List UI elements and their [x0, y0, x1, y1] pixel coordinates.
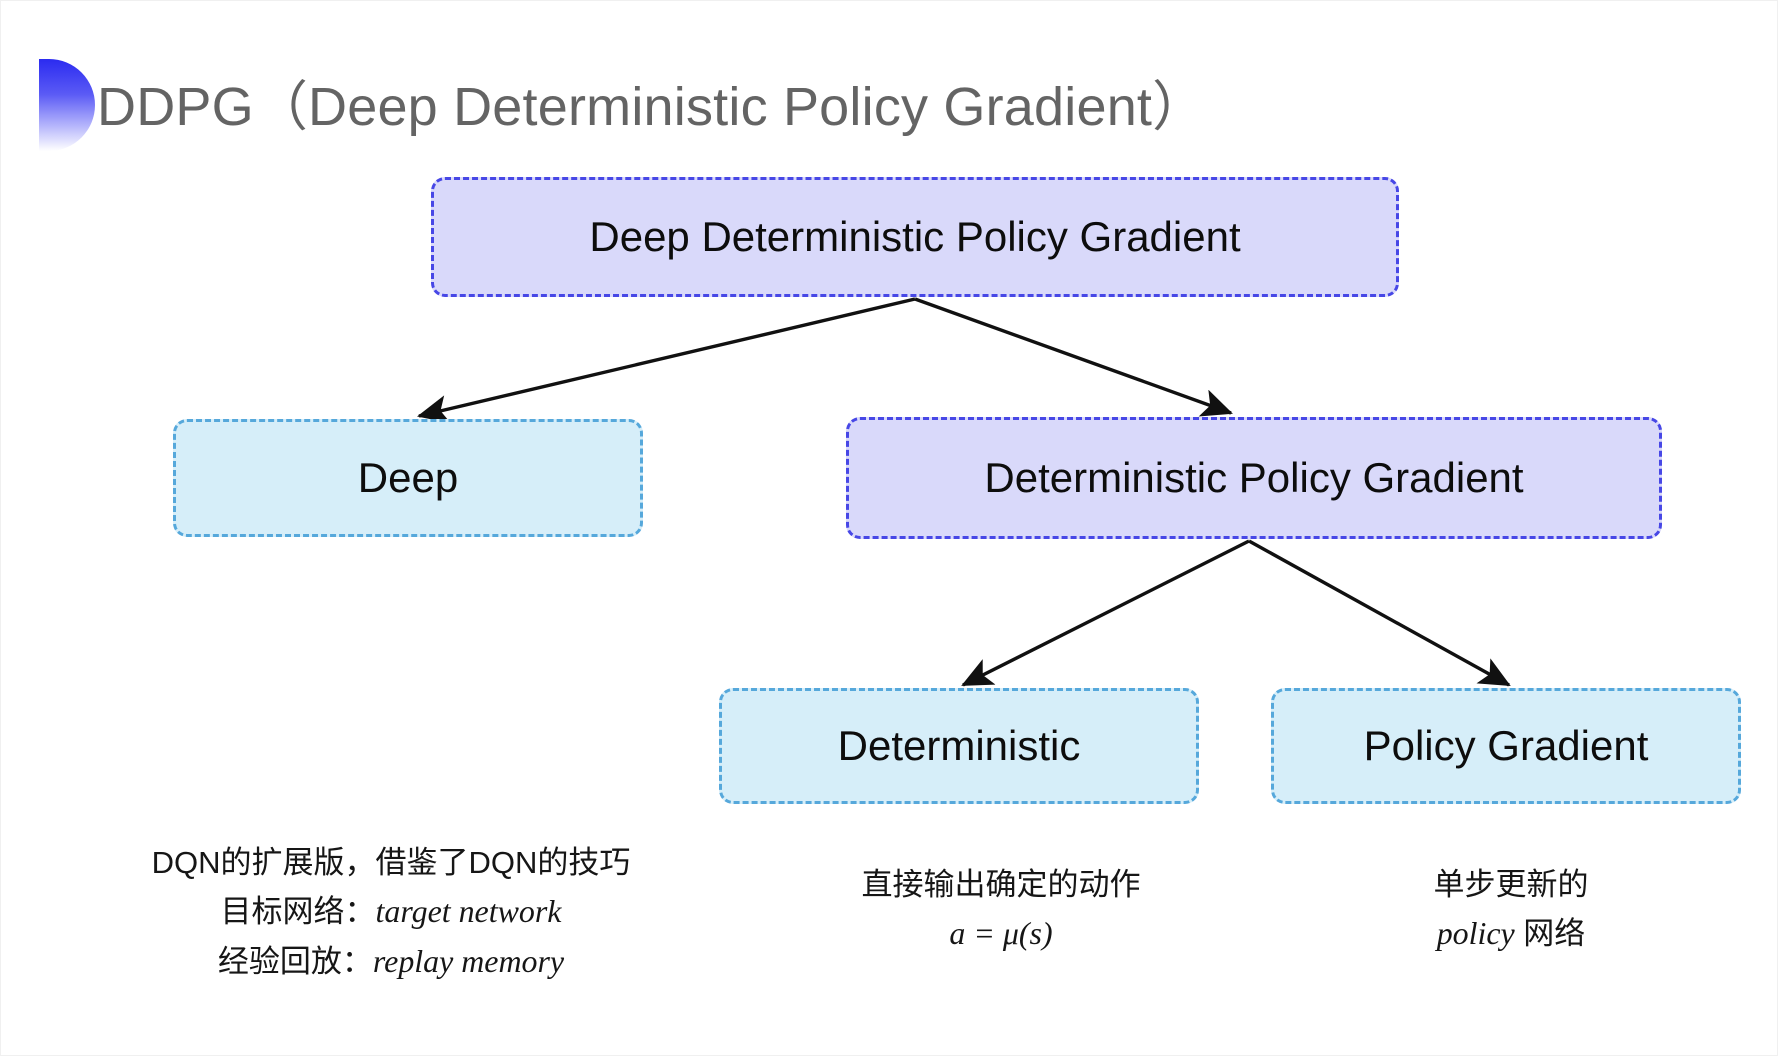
- caption-policy-gradient-term: policy: [1436, 916, 1515, 952]
- caption-policy-gradient-line2: policy 网络: [1341, 909, 1681, 959]
- caption-policy-gradient-suffix: 网络: [1514, 916, 1586, 952]
- caption-deep-line2-term: target network: [375, 894, 562, 930]
- caption-policy-gradient: 单步更新的 policy 网络: [1341, 861, 1681, 959]
- node-deep[interactable]: Deep: [173, 419, 643, 537]
- edge-dpg-to-deterministic: [961, 539, 1250, 687]
- caption-deterministic-formula: a = μ(s): [949, 916, 1053, 952]
- node-deterministic-policy-gradient[interactable]: Deterministic Policy Gradient: [846, 417, 1662, 539]
- caption-deep-line2-label: 目标网络：: [220, 894, 376, 930]
- caption-deep-line2: 目标网络：target network: [61, 887, 721, 937]
- caption-deep-line3-term: replay memory: [372, 943, 565, 979]
- page-title: DDPG（Deep Deterministic Policy Gradient）: [97, 77, 1207, 137]
- node-deterministic[interactable]: Deterministic: [719, 688, 1199, 804]
- half-circle-gradient-bullet-icon: [39, 59, 95, 151]
- caption-policy-gradient-line1: 单步更新的: [1433, 867, 1589, 902]
- node-deep-deterministic-policy-gradient[interactable]: Deep Deterministic Policy Gradient: [431, 177, 1399, 297]
- edge-root-to-dpg: [914, 297, 1233, 417]
- edge-dpg-to-policy-gradient: [1248, 539, 1511, 687]
- caption-deterministic-line1: 直接输出确定的动作: [861, 867, 1141, 902]
- caption-deep: DQN的扩展版，借鉴了DQN的技巧 目标网络：target network 经验…: [61, 839, 721, 986]
- caption-deep-line3: 经验回放：replay memory: [61, 937, 721, 987]
- caption-deep-line1: DQN的扩展版，借鉴了DQN的技巧: [151, 845, 631, 880]
- node-policy-gradient[interactable]: Policy Gradient: [1271, 688, 1741, 804]
- edge-root-to-deep: [417, 297, 916, 424]
- caption-deep-line3-label: 经验回放：: [217, 943, 373, 979]
- caption-deterministic: 直接输出确定的动作 a = μ(s): [781, 861, 1221, 959]
